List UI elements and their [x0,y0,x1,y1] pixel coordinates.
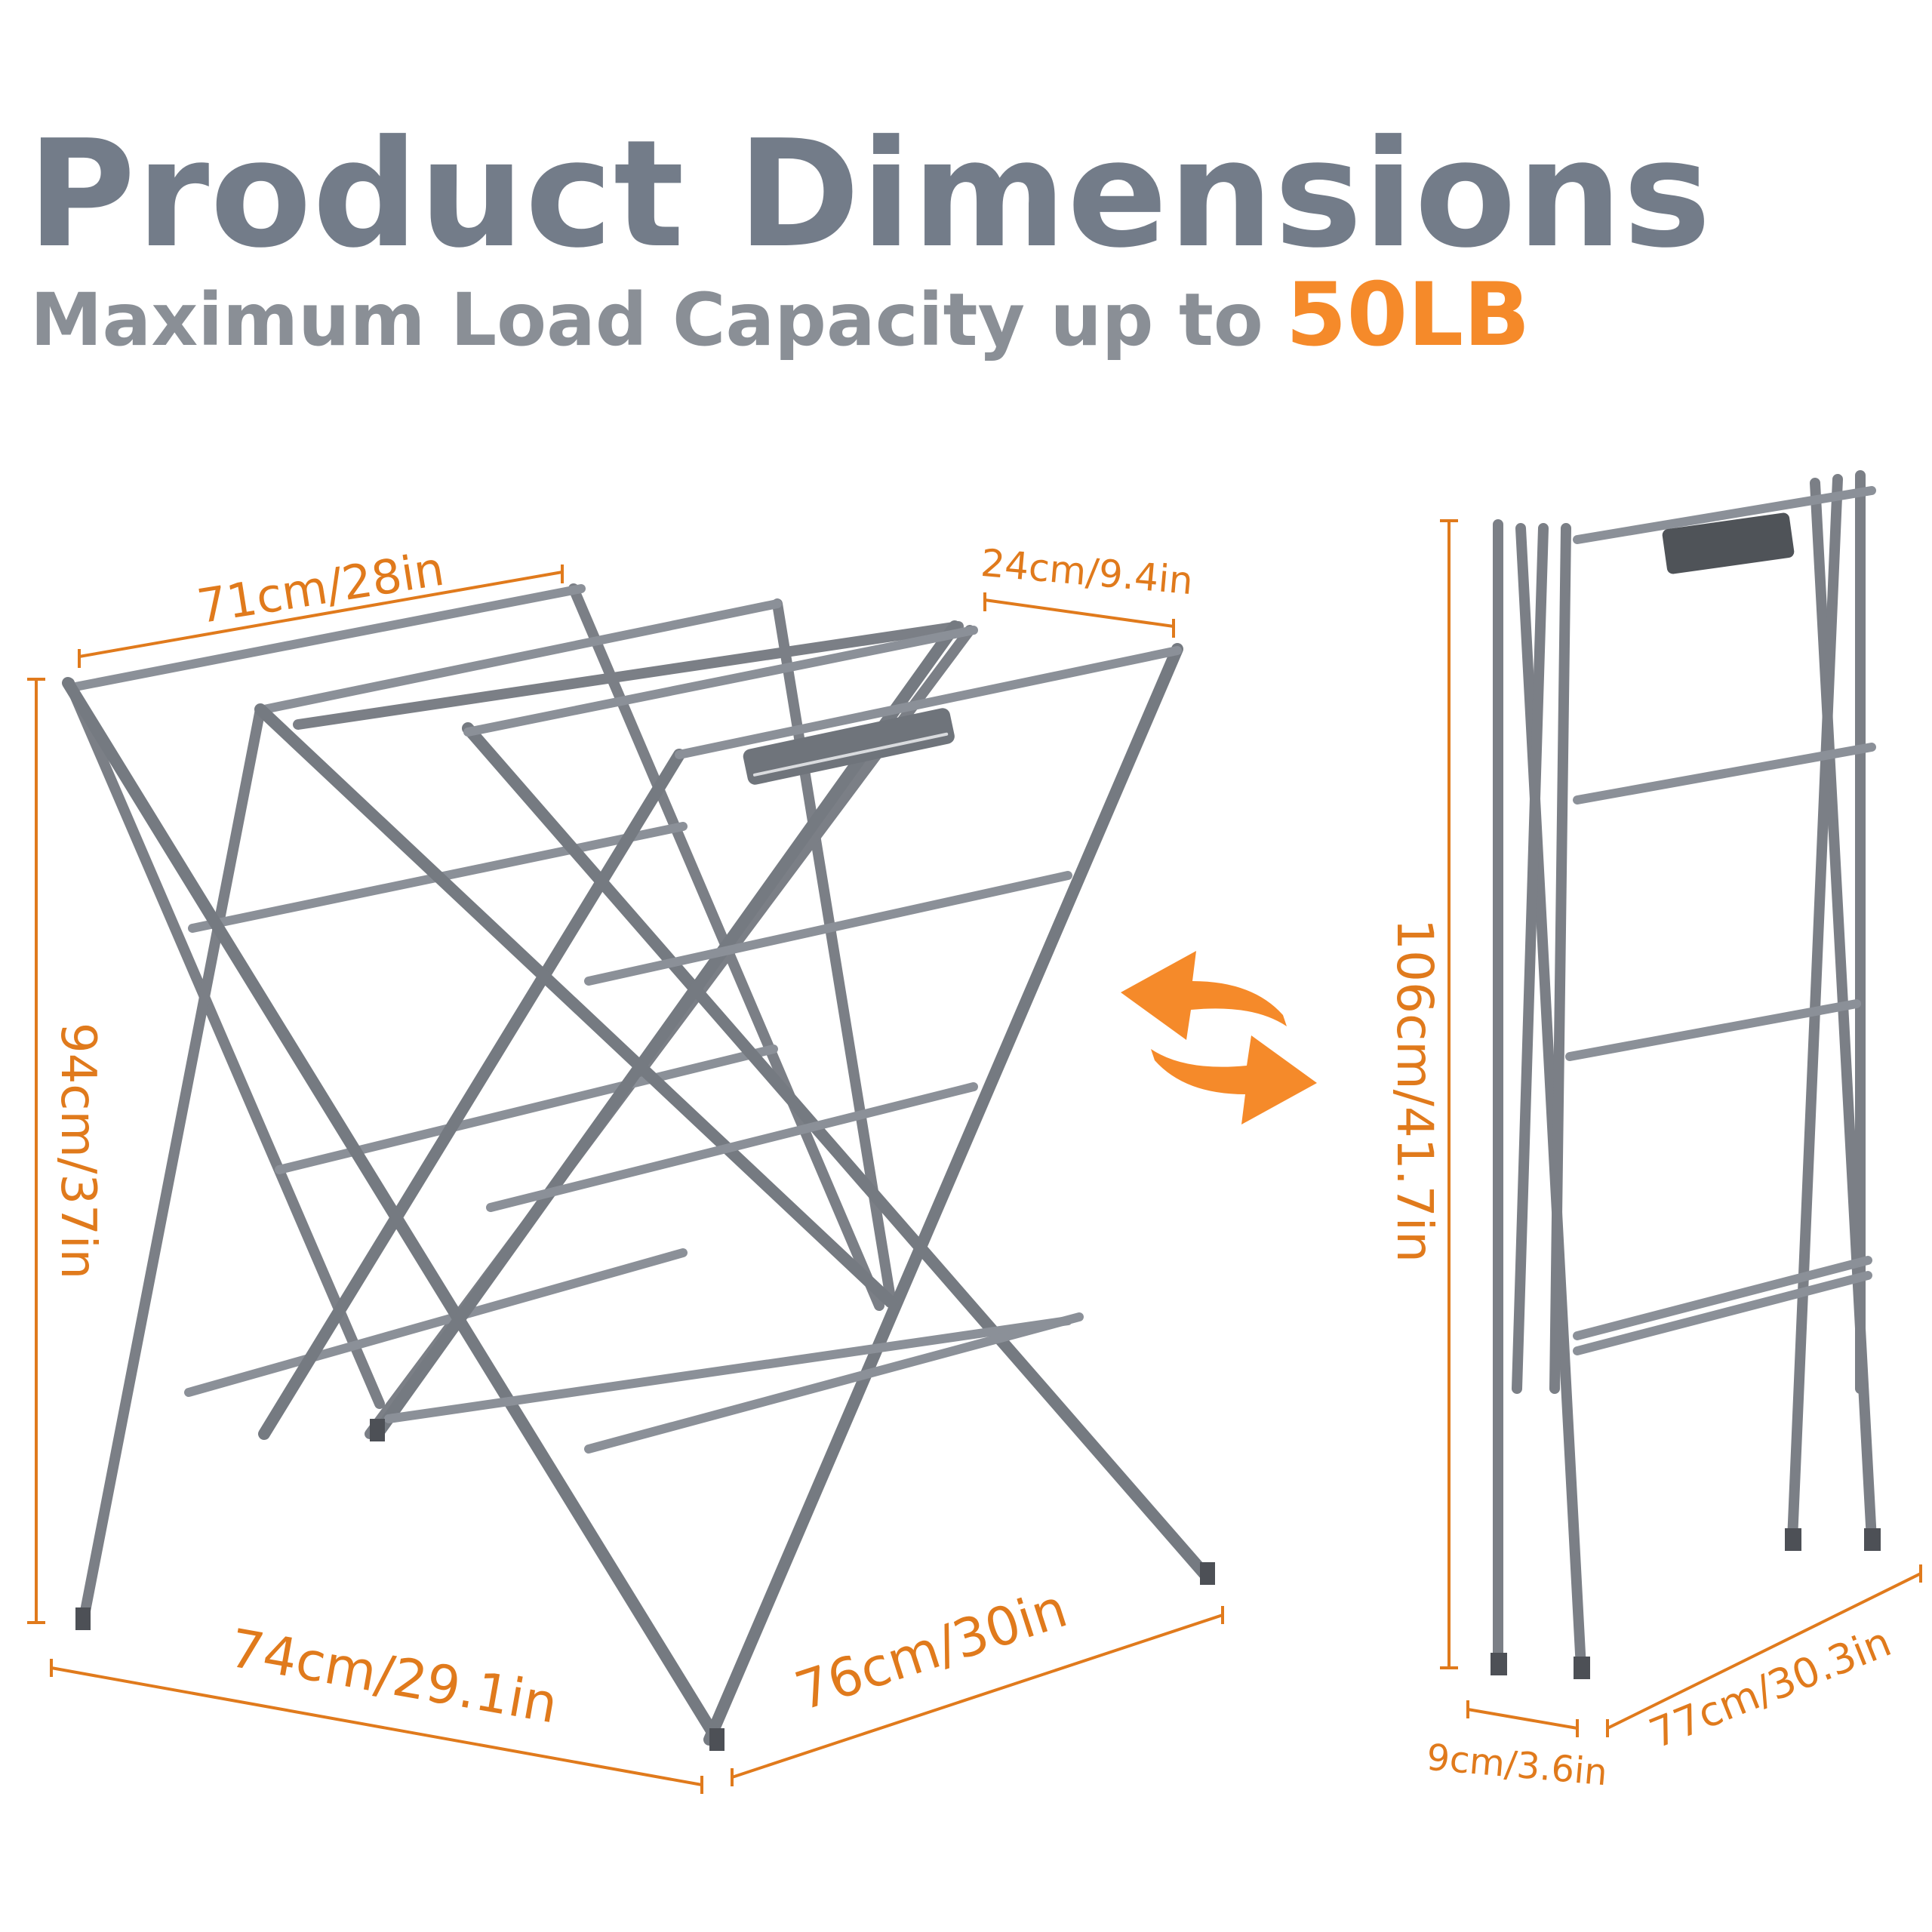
height-label: 94cm/37in [50,1023,106,1279]
load-capacity-label: Maximum Load Capacity up to [30,278,1263,362]
folded-rack [1491,470,1881,1679]
base-depth-label: 76cm/30in [788,1577,1074,1723]
rack-feet [75,1419,1215,1751]
rack-front-rails [384,626,1182,1454]
folded-clip-strip [1662,512,1795,574]
page-title: Product Dimensions [27,109,1712,281]
swap-arrows-icon [1121,951,1317,1124]
folded-rails [1565,486,1876,1355]
clip-strip [743,708,955,785]
base-width-label: 74cm/29.1in [225,1617,562,1736]
unfolded-rack [62,583,1215,1751]
unfolded-dimension-lines [27,565,1224,1794]
load-capacity-value: 50LB [1285,264,1531,366]
folded-height-label: 106cm/41.7in [1386,918,1444,1263]
folded-dimension-lines [1440,519,1922,1737]
folded-legs [1493,470,1877,1673]
folded-thickness-label: 9cm/3.6in [1425,1737,1609,1795]
top-depth-label: 24cm/9.4in [979,541,1195,603]
folded-width-label: 77cm/30.3in [1643,1618,1898,1758]
folded-feet [1491,1528,1881,1679]
